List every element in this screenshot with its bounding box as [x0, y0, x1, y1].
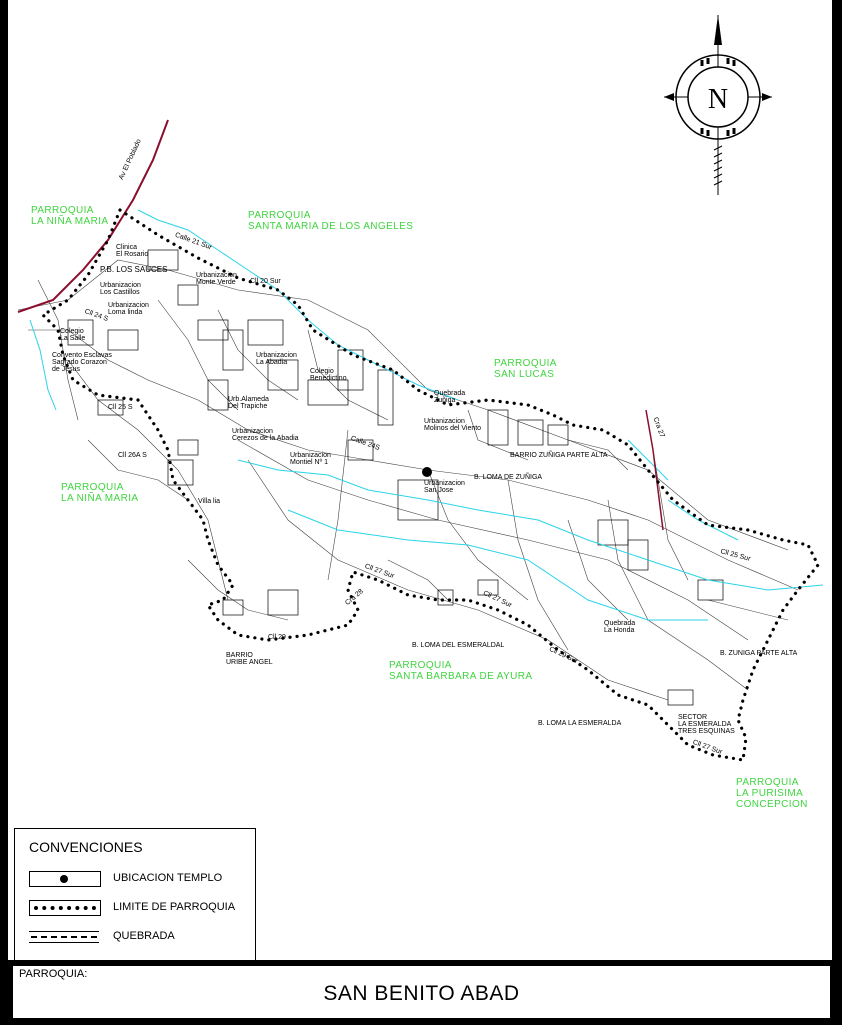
title-block-label: PARROQUIA:: [19, 968, 88, 980]
place-label-loma-zuniga: B. LOMA DE ZUÑIGA: [474, 474, 543, 481]
legend-temple-label: UBICACION TEMPLO: [113, 872, 223, 884]
place-label-convento: Convento Esclavas Sagrado Corazon de Jes…: [52, 352, 112, 373]
road-label-cll20: Cll 20 Sur: [250, 278, 281, 285]
place-label-cerezos: Urbanizacion Cerezos de la Abadia: [232, 428, 299, 442]
compass-north-letter: N: [708, 84, 728, 115]
legend-row-temple: UBICACION TEMPLO: [29, 871, 249, 887]
road-label-cll29: Cll 29: [268, 634, 286, 641]
temple-marker: [422, 467, 432, 477]
place-label-quebrada-honda: Quebrada La Honda: [604, 620, 636, 634]
title-block: PARROQUIA: SAN BENITO ABAD: [11, 964, 832, 1020]
legend-temple-symbol: [29, 871, 101, 887]
place-label-molinos: Urbanizacion Molinos del Viento: [424, 418, 482, 432]
place-label-monte-verde: Urbanizacion Monte Verde: [196, 272, 237, 286]
main-road-secondary: [645, 409, 664, 531]
place-label-uribe-angel: BARRIO URIBE ANGEL: [226, 652, 273, 666]
place-label-castillos: Urbanizacion Los Castillos: [100, 282, 141, 296]
legend-creek-label: QUEBRADA: [113, 930, 175, 942]
place-label-quebrada-zuniga: Quebrada Zuñiga: [434, 390, 466, 404]
road-label-cll25: Cll 25 S: [108, 404, 133, 411]
parish-name: SAN BENITO ABAD: [323, 982, 520, 1005]
compass-rose: N: [664, 15, 772, 195]
parish-label-santa-barbara: PARROQUIA SANTA BARBARA DE AYURA: [389, 660, 533, 682]
legend-limit-label: LIMITE DE PARROQUIA: [113, 901, 236, 913]
legend-row-creek: QUEBRADA: [29, 929, 249, 945]
place-label-alameda: Urb.Alameda Del Trapiche: [228, 396, 269, 410]
legend-row-limit: LIMITE DE PARROQUIA: [29, 900, 249, 916]
place-label-tres-esquinas: SECTOR LA ESMERALDA TRES ESQUINAS: [678, 714, 735, 735]
place-label-clinica: Clinica El Rosario: [116, 244, 149, 258]
place-label-pb-sauces: P.B. LOS SAUCES: [100, 265, 168, 274]
place-label-loma-esmeralda: B. LOMA LA ESMERALDA: [538, 720, 622, 727]
place-label-montiel: Urbanizacion Montiel Nº 1: [290, 452, 331, 466]
map-canvas: N: [17, 15, 824, 762]
parish-label-san-lucas: PARROQUIA SAN LUCAS: [494, 358, 557, 380]
legend: CONVENCIONES UBICACION TEMPLO LIMITE DE …: [14, 828, 256, 961]
place-label-villa-lia: Villa lia: [198, 498, 221, 505]
place-label-loma-linda: Urbanizacion Loma linda: [108, 302, 149, 316]
parish-boundary: [40, 208, 820, 762]
place-label-abadia: Urbanizacion La Abadia: [256, 352, 297, 366]
parish-label-santa-maria: PARROQUIA SANTA MARIA DE LOS ANGELES: [248, 210, 414, 232]
parish-label-nina-maria-left: PARROQUIA LA NIÑA MARIA: [61, 482, 139, 504]
parish-label-la-purisima: PARROQUIA LA PURISIMA CONCEPCION: [736, 777, 808, 810]
road-label-cll26s: Cll 26A S: [118, 452, 147, 459]
place-label-san-jose: Urbanizacion San Jose: [424, 480, 465, 494]
legend-creek-symbol: [29, 931, 99, 943]
place-label-loma-esmeraldal: B. LOMA DEL ESMERALDAL: [412, 642, 505, 649]
legend-limit-symbol: [29, 900, 101, 916]
map-frame: N PARROQUIA LA NIÑA MARIA PARROQUIA SANT…: [8, 0, 832, 961]
place-label-benedictino: Colegio Benedictino: [310, 368, 347, 382]
place-label-colegio-lasalle: Colegio La Salle: [60, 328, 86, 342]
main-road: [17, 119, 169, 313]
legend-title: CONVENCIONES: [29, 839, 143, 855]
place-label-zuniga-alta-b: B. ZUNIGA PARTE ALTA: [720, 650, 798, 657]
building-blocks: [67, 249, 724, 706]
parish-label-nina-maria-top: PARROQUIA LA NIÑA MARIA: [31, 205, 109, 227]
place-label-zuniga-alta: BARRIO ZUÑIGA PARTE ALTA: [510, 452, 608, 459]
